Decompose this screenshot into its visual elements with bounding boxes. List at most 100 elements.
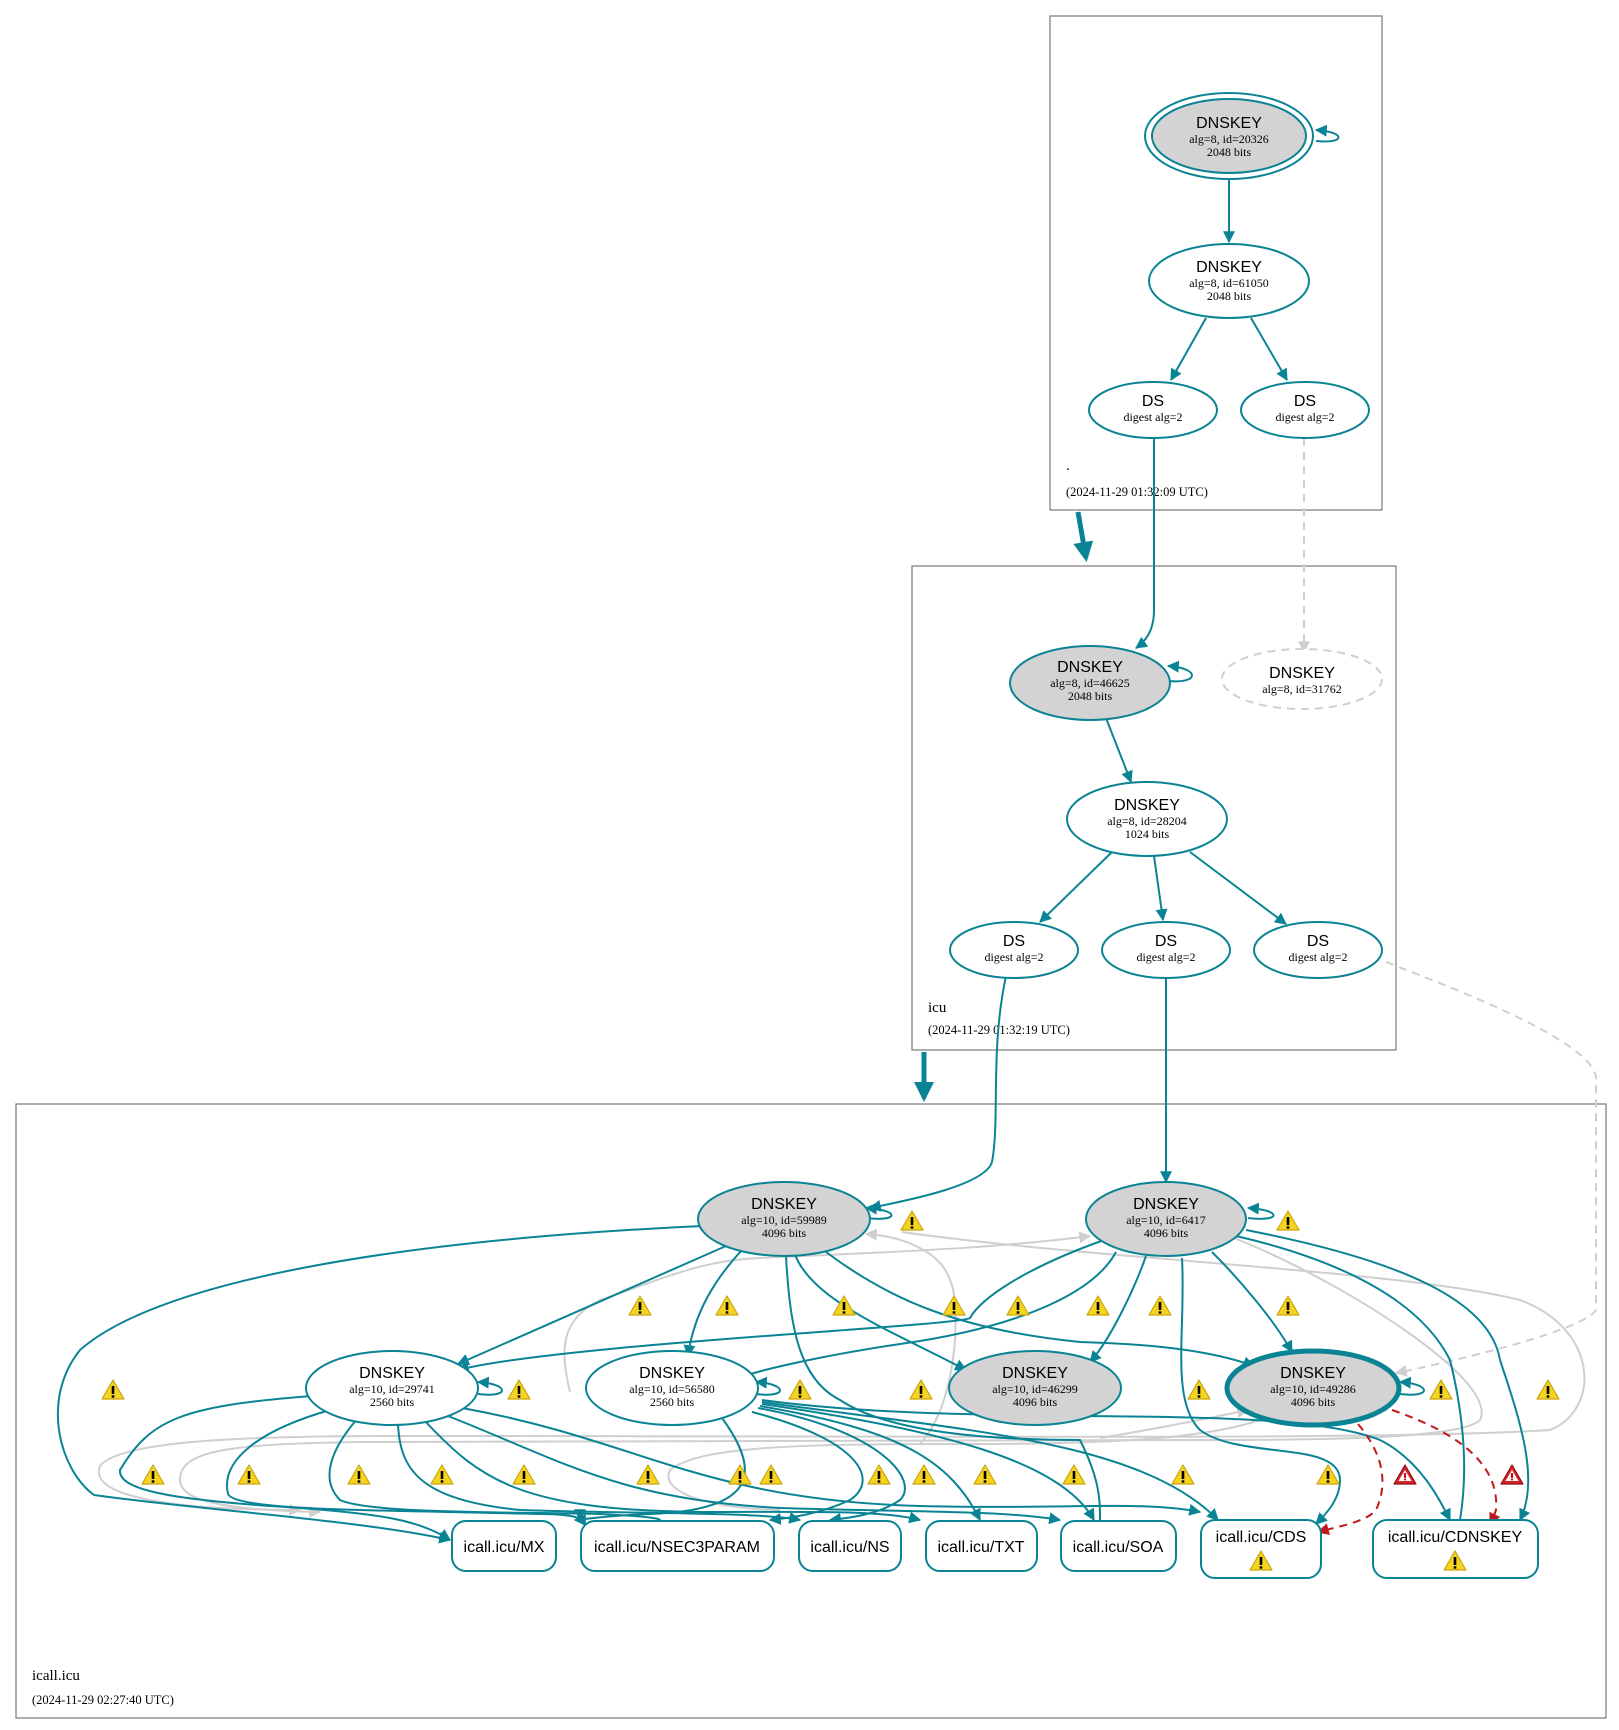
node-detail: alg=10, id=49286	[1270, 1382, 1356, 1396]
edge-k56580-cds	[761, 1401, 1219, 1521]
edge-k49286-cdnskey	[1391, 1409, 1501, 1526]
edge-k59989-k49286	[825, 1251, 1256, 1368]
edge-icu-ksk-zsk	[1105, 717, 1133, 784]
dnskey-node-56580[interactable]: DNSKEY alg=10, id=56580 2560 bits	[585, 1350, 759, 1426]
edge-gray-3	[864, 1228, 957, 1445]
node-detail: alg=10, id=6417	[1126, 1213, 1206, 1227]
edge-k59989-mx	[57, 1225, 703, 1544]
dnskey-node-29741[interactable]: DNSKEY alg=10, id=29741 2560 bits	[305, 1350, 479, 1426]
edge-gray-1	[563, 1231, 1092, 1393]
edge-k59989-ns	[785, 1255, 1101, 1521]
node-detail: 2560 bits	[650, 1395, 695, 1409]
self-edge-root-ksk	[1314, 124, 1340, 143]
zone-root-timestamp: (2024-11-29 01:32:09 UTC)	[1066, 485, 1208, 499]
ds-node-icu-2[interactable]: DS digest alg=2	[1101, 921, 1231, 979]
edge-k6417-cds	[1180, 1257, 1342, 1525]
dnskey-node-6417[interactable]: DNSKEY alg=10, id=6417 4096 bits	[1085, 1181, 1247, 1257]
node-detail: 2048 bits	[1207, 145, 1252, 159]
dnskey-node-46625[interactable]: DNSKEY alg=8, id=46625 2048 bits	[1009, 645, 1171, 721]
node-title: DS	[1307, 933, 1329, 950]
edge-k29741-nsec3param	[226, 1409, 586, 1522]
ds-node-icu-1[interactable]: DS digest alg=2	[949, 921, 1079, 979]
self-edge-icu-ksk	[1166, 660, 1193, 683]
rrset-txt[interactable]: icall.icu/TXT	[925, 1520, 1038, 1572]
node-title: DNSKEY	[1114, 797, 1180, 814]
rrset-label: icall.icu/CDNSKEY	[1388, 1529, 1523, 1546]
node-detail: alg=10, id=29741	[349, 1382, 435, 1396]
node-detail: 1024 bits	[1125, 827, 1170, 841]
edge-k29741-cds	[461, 1407, 1202, 1516]
self-edge-k6417	[1246, 1202, 1275, 1220]
rrset-soa[interactable]: icall.icu/SOA	[1060, 1520, 1177, 1572]
delegation-edge-root-icu	[1073, 511, 1094, 562]
node-detail: alg=10, id=46299	[992, 1382, 1078, 1396]
node-detail: 2048 bits	[1207, 289, 1252, 303]
node-detail: 2048 bits	[1068, 689, 1113, 703]
rrset-mx[interactable]: icall.icu/MX	[451, 1520, 557, 1572]
node-detail: 4096 bits	[1013, 1395, 1058, 1409]
node-detail: digest alg=2	[1288, 950, 1347, 964]
edge-k59989-k46299	[793, 1251, 968, 1371]
ds-node-root-1[interactable]: DS digest alg=2	[1088, 381, 1218, 439]
node-detail: digest alg=2	[1136, 950, 1195, 964]
edge-k29741-soa	[447, 1415, 1062, 1525]
edge-k56580-ns	[757, 1407, 906, 1525]
node-title: DNSKEY	[1280, 1365, 1346, 1382]
edge-root-ds1-icu-ksk	[1135, 438, 1155, 649]
edge-icu-ds3-k49286	[1385, 961, 1598, 1377]
node-title: DNSKEY	[1002, 1365, 1068, 1382]
rrset-cdnskey[interactable]: icall.icu/CDNSKEY	[1372, 1519, 1539, 1579]
node-detail: digest alg=2	[1123, 410, 1182, 424]
rrset-label: icall.icu/NS	[810, 1539, 889, 1556]
node-detail: alg=10, id=56580	[629, 1382, 715, 1396]
rrset-nsec3param[interactable]: icall.icu/NSEC3PARAM	[580, 1520, 775, 1572]
rrset-label: icall.icu/CDS	[1216, 1529, 1307, 1546]
dnskey-node-61050[interactable]: DNSKEY alg=8, id=61050 2048 bits	[1148, 243, 1310, 319]
node-title: DS	[1294, 393, 1316, 410]
dnskey-node-46299[interactable]: DNSKEY alg=10, id=46299 4096 bits	[948, 1350, 1122, 1426]
rrset-cds[interactable]: icall.icu/CDS	[1200, 1519, 1322, 1579]
edge-icu-zsk-ds3	[1189, 851, 1287, 925]
self-edge-k56580	[754, 1376, 781, 1396]
rrset-ns[interactable]: icall.icu/NS	[798, 1520, 902, 1572]
rrset-label: icall.icu/SOA	[1073, 1539, 1164, 1556]
ds-node-icu-3[interactable]: DS digest alg=2	[1253, 921, 1383, 979]
node-detail: alg=8, id=28204	[1107, 814, 1187, 828]
node-title: DNSKEY	[1196, 259, 1262, 276]
edge-k29741-ns	[397, 1423, 802, 1524]
edges	[57, 124, 1598, 1544]
node-title: DS	[1142, 393, 1164, 410]
edge-gray-4	[178, 1237, 1483, 1518]
node-detail: digest alg=2	[984, 950, 1043, 964]
dnskey-node-28204[interactable]: DNSKEY alg=8, id=28204 1024 bits	[1066, 781, 1228, 857]
node-detail: digest alg=2	[1275, 410, 1334, 424]
edge-k59989-k29741	[456, 1245, 727, 1366]
edge-k6417-k49286	[1211, 1251, 1293, 1354]
edge-icu-zsk-ds1	[1039, 851, 1113, 923]
edge-gray-2	[97, 1231, 1586, 1516]
node-detail: 4096 bits	[762, 1226, 807, 1240]
edge-k6417-k46299	[1089, 1255, 1147, 1363]
edge-k56580-soa	[761, 1403, 1095, 1522]
dnskey-node-59989[interactable]: DNSKEY alg=10, id=59989 4096 bits	[697, 1181, 871, 1257]
edge-k56580-txt	[759, 1405, 981, 1522]
node-title: DNSKEY	[1057, 659, 1123, 676]
edge-k56580-nsec3param	[573, 1417, 746, 1526]
edge-k6417-k56580	[736, 1251, 1117, 1380]
zone-icall-name: icall.icu	[32, 1668, 80, 1684]
edge-icu-zsk-ds2	[1153, 855, 1168, 922]
zone-icall-timestamp: (2024-11-29 02:27:40 UTC)	[32, 1693, 174, 1707]
zone-icu-name: icu	[928, 1000, 947, 1016]
edge-k6417-k29741	[456, 1239, 1105, 1374]
zone-root-name: .	[1066, 458, 1070, 474]
rrset-label: icall.icu/MX	[464, 1539, 545, 1556]
edge-gray-6	[1099, 1406, 1250, 1439]
dnskey-node-20326[interactable]: DNSKEY alg=8, id=20326 2048 bits	[1144, 92, 1314, 180]
edge-icu-ds1-k59989	[868, 975, 1007, 1212]
dnskey-node-49286[interactable]: DNSKEY alg=10, id=49286 4096 bits	[1224, 1348, 1402, 1428]
ds-node-root-2[interactable]: DS digest alg=2	[1240, 381, 1370, 439]
edge-k6417-cdnskey-2	[1235, 1235, 1466, 1521]
node-detail: 2560 bits	[370, 1395, 415, 1409]
dnskey-node-31762[interactable]: DNSKEY alg=8, id=31762	[1221, 648, 1383, 710]
